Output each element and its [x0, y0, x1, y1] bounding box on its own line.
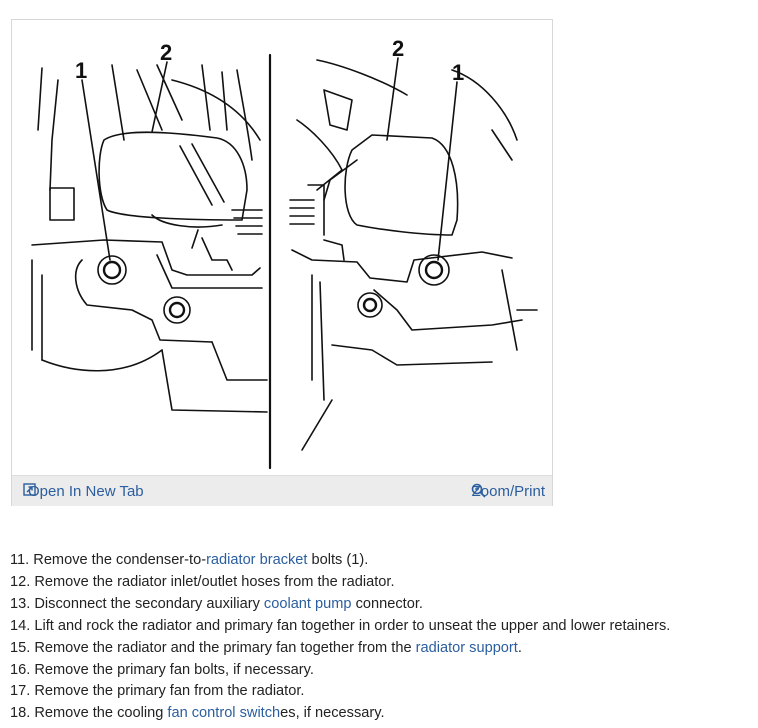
fan-control-switch-link[interactable]: fan control switch [167, 705, 281, 722]
step-item: 15. Remove the radiator and the primary … [10, 639, 522, 656]
radiator-bracket-link[interactable]: radiator bracket [206, 552, 308, 568]
step-item: 16. Remove the primary fan bolts, if nec… [10, 661, 314, 678]
radiator-bracket-diagram: 1 2 2 1 [31, 36, 538, 470]
radiator-support-link[interactable]: radiator support [415, 639, 518, 656]
step-item: 17. Remove the primary fan from the radi… [10, 683, 305, 700]
callout-right-2: 2 [392, 36, 404, 61]
instruction-steps: 11. Remove the condenser-to-radiator bra… [10, 550, 670, 725]
step-item: 18. Remove the cooling fan control switc… [10, 705, 385, 722]
zoom-print-link[interactable]: Zoom/Print [471, 483, 545, 500]
open-in-new-tab-link[interactable]: Open In New Tab [23, 483, 144, 500]
callout-left-2: 2 [160, 40, 172, 65]
step-item: 12. Remove the radiator inlet/outlet hos… [10, 573, 395, 590]
step-item: 14. Lift and rock the radiator and prima… [10, 617, 671, 634]
callout-right-1: 1 [452, 60, 464, 85]
open-in-new-tab-label: Open In New Tab [28, 483, 144, 500]
callout-left-1: 1 [75, 58, 87, 83]
figure-toolbar: Open In New Tab Zoom/Print [12, 475, 552, 506]
zoom-print-label: Zoom/Print [471, 483, 545, 500]
step-item: 11. Remove the condenser-to-radiator bra… [10, 552, 369, 568]
diagram-figure: 1 2 2 1 Open In New Tab Zoom/Print [11, 19, 553, 506]
coolant-pump-link[interactable]: coolant pump [263, 595, 352, 612]
step-item: 13. Disconnect the secondary auxiliary c… [10, 595, 423, 612]
